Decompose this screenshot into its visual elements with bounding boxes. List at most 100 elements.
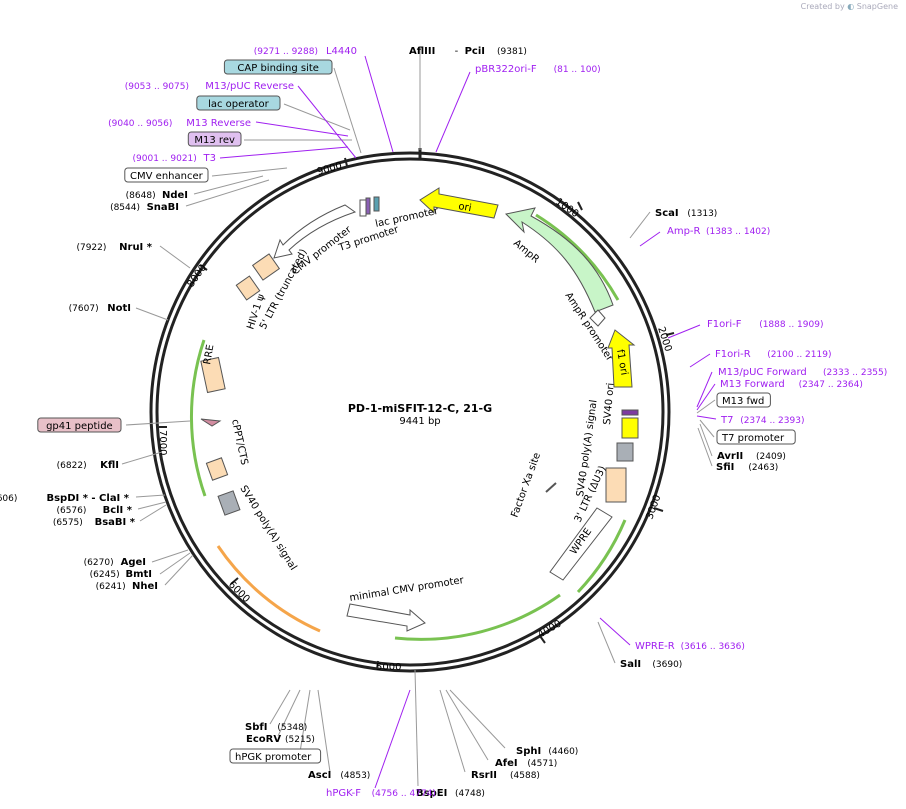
right-label-scai: ScaI(1313) bbox=[655, 208, 717, 219]
left-label-agei-pos: (6270) bbox=[84, 558, 114, 568]
left-label-bsabi-text: BsaBI * bbox=[95, 517, 136, 528]
left-label-kfli-text: KflI bbox=[100, 460, 119, 471]
bottom-label-ecorv-text: EcoRV bbox=[246, 734, 281, 745]
feature-rre bbox=[200, 356, 226, 394]
right-label-t7-promoter: T7 promoter bbox=[716, 429, 796, 445]
left-label-nrui-text: NruI * bbox=[119, 242, 153, 253]
leader-avrii bbox=[699, 423, 713, 457]
right-label-m13-puc-forward-text: M13/pUC Forward bbox=[718, 367, 807, 378]
right-label-f1ori-r: F1ori-R(2100 .. 2119) bbox=[715, 349, 831, 360]
left-label-noti-text: NotI bbox=[107, 303, 131, 314]
leader-ecorv bbox=[277, 689, 301, 737]
left-label-m13-puc-reverse-pos: (9053 .. 9075) bbox=[125, 82, 189, 92]
feature-min-cmv bbox=[346, 603, 426, 632]
credit-brand: SnapGene bbox=[856, 2, 898, 11]
right-label-m13-fwd-box bbox=[716, 392, 771, 408]
right-label-f1ori-r-text: F1ori-R bbox=[715, 349, 751, 360]
bottom-label-bspei: BspEI(4748) bbox=[416, 788, 485, 799]
leader-rsrii bbox=[439, 689, 466, 773]
left-label-nhei-pos: (6241) bbox=[96, 582, 126, 592]
bottom-label-rsrii-text: RsrII bbox=[471, 770, 497, 781]
left-label-t3-text: T3 bbox=[203, 153, 216, 164]
bottom-label-hpgk-f-pos: (4756 .. 4774) bbox=[372, 789, 436, 799]
leader-nrui bbox=[159, 245, 191, 269]
right-label-avrii: AvrII(2409) bbox=[717, 451, 786, 462]
leader-m13-puc-forward bbox=[696, 371, 713, 408]
left-label-bspdi-clai-text: BspDI * - ClaI * bbox=[46, 493, 129, 504]
right-label-f1ori-f-pos: (1888 .. 1909) bbox=[759, 320, 823, 330]
inner-features: ori AmpR AmpR promoter f1 ori SV40 ori S… bbox=[200, 187, 639, 632]
leader-t7 bbox=[696, 415, 717, 420]
right-label-sfii: SfiI(2463) bbox=[716, 462, 778, 473]
tick-1000: 1000 bbox=[553, 196, 580, 220]
left-label-snabi-text: SnaBI bbox=[147, 202, 179, 213]
left-label-bmti-text: BmtI bbox=[125, 569, 152, 580]
left-label-gp41-peptide-text: gp41 peptide bbox=[46, 421, 113, 432]
leader-bspei bbox=[414, 669, 419, 787]
leader-hpgk-promoter bbox=[299, 689, 311, 753]
left-label-nhei-text: NheI bbox=[132, 581, 158, 592]
factor-xa-mark bbox=[545, 482, 557, 493]
snapgene-credit: Created by ◐ SnapGene bbox=[801, 2, 898, 11]
feature-cap-block bbox=[373, 196, 380, 212]
bottom-label-bspei-pos: (4748) bbox=[455, 789, 485, 799]
left-label-snabi: SnaBI (8544) bbox=[110, 202, 179, 213]
right-label-t7: T7(2374 .. 2393) bbox=[720, 415, 804, 426]
feature-cppt-arrow bbox=[200, 418, 222, 427]
leader-kfli bbox=[121, 451, 163, 465]
leader-afei bbox=[445, 689, 489, 761]
feature-peach-box-right bbox=[605, 467, 627, 503]
leader-t7-promoter bbox=[699, 419, 715, 438]
factor-xa-label: Factor Xa site bbox=[509, 451, 543, 519]
right-label-afliii-text: AflIII bbox=[409, 46, 435, 57]
sv40-ori-label: SV40 ori bbox=[602, 382, 617, 425]
leader-m13-puc-reverse bbox=[297, 85, 357, 159]
bottom-label-sbfi-pos: (5348) bbox=[277, 723, 307, 733]
feature-5ltr bbox=[251, 253, 281, 281]
feature-m13fwd-mark bbox=[621, 409, 639, 416]
sv40-polya-left-label: SV40 poly(A) signal bbox=[237, 484, 298, 573]
left-label-noti: NotI(7607) bbox=[69, 303, 131, 314]
left-label-t3: T3(9001 .. 9021) bbox=[133, 153, 216, 164]
left-label-ndei-text: NdeI bbox=[162, 190, 188, 201]
bottom-label-hpgk-f: hPGK-F(4756 .. 4774) bbox=[326, 788, 436, 799]
arc-ampr bbox=[535, 213, 620, 301]
left-label-m13-reverse-pos: (9040 .. 9056) bbox=[108, 119, 172, 129]
arc-sv40-left bbox=[216, 545, 321, 633]
tick-9000: 9000 bbox=[316, 161, 343, 178]
left-label-gp41-peptide-box bbox=[37, 417, 122, 433]
left-label-bmti: BmtI(6245) bbox=[90, 569, 152, 580]
feature-grey-box-left bbox=[217, 490, 241, 516]
right-label-m13-forward: M13 Forward(2347 .. 2364) bbox=[720, 379, 863, 390]
leader-f1ori-f bbox=[667, 324, 701, 339]
ori-label: ori bbox=[457, 201, 472, 214]
leader-sali bbox=[597, 621, 616, 664]
right-label-scai-text: ScaI bbox=[655, 208, 679, 219]
leader-m13-fwd bbox=[696, 399, 716, 414]
left-label-cmv-enhancer-box bbox=[124, 167, 209, 183]
tick-5000: 5000 bbox=[376, 662, 401, 673]
feature-sv40-ori bbox=[621, 417, 639, 439]
plasmid-name: PD-1-miSFIT-12-C, 21-G bbox=[348, 402, 492, 415]
right-label-m13-puc-forward: M13/pUC Forward(2333 .. 2355) bbox=[718, 367, 887, 378]
left-label-m13-rev-box bbox=[187, 131, 242, 147]
bottom-label-sphi-pos: (4460) bbox=[548, 747, 578, 757]
feature-ampr-promoter bbox=[589, 309, 606, 327]
bottom-label-sphi-text: SphI bbox=[516, 746, 541, 757]
right-label-t7-text: T7 bbox=[720, 415, 733, 426]
left-label-snabi-pos: (8544) bbox=[110, 203, 140, 213]
tick-7000: 7000 bbox=[157, 430, 168, 455]
right-label-m13-forward-text: M13 Forward bbox=[720, 379, 785, 390]
leader-m13-forward bbox=[696, 383, 716, 411]
right-label-t7-promoter-text: T7 promoter bbox=[721, 433, 785, 444]
left-label-bspdi-clai-pos: (6606) bbox=[0, 494, 17, 504]
bottom-label-sphi: SphI (4460) bbox=[516, 746, 578, 757]
arc-left bbox=[190, 339, 207, 497]
right-label-afliii-sep: - bbox=[455, 46, 459, 57]
left-label-ndei: NdeI(8648) bbox=[126, 190, 188, 201]
left-label-agei-text: AgeI bbox=[121, 557, 146, 568]
right-label-sali-text: SalI bbox=[620, 659, 641, 670]
min-cmv-label: minimal CMV promoter bbox=[349, 575, 466, 604]
left-label-kfli-pos: (6822) bbox=[57, 461, 87, 471]
